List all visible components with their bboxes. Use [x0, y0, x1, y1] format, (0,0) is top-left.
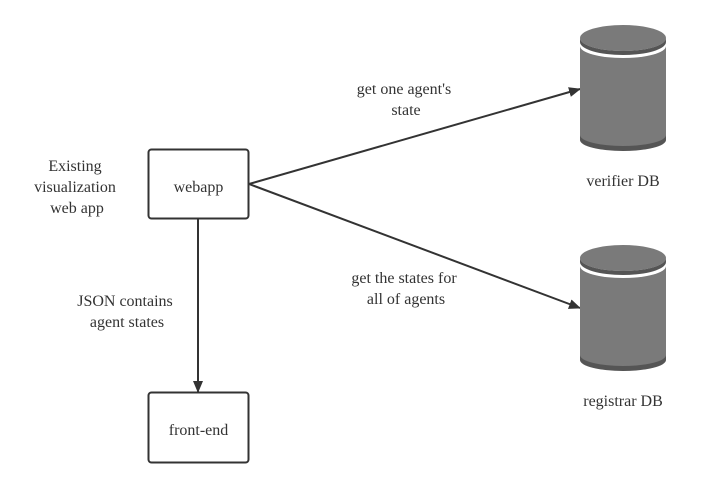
front-end-node: front-end: [147, 391, 250, 464]
registrar-db-node: registrar DB: [580, 245, 666, 410]
verifier-db-label: verifier DB: [586, 173, 659, 190]
database-icon: [580, 245, 666, 371]
edge-label-line: agent states: [90, 314, 164, 331]
edge-label-line: get the states for: [351, 270, 457, 287]
edge-webapp-to-verifier-db: [248, 87, 581, 185]
front-end-box: [147, 391, 250, 464]
verifier-db-node: verifier DB: [580, 25, 666, 190]
database-icon: [580, 25, 666, 151]
edge-label-line: get one agent's: [357, 81, 451, 98]
registrar-db-label: registrar DB: [583, 393, 663, 410]
edge-label-line: state: [391, 102, 420, 119]
webapp-label: webapp: [174, 179, 224, 196]
webapp-note-line: visualization: [34, 179, 116, 196]
edge-label-registrar: get the states for all of agents: [351, 270, 460, 308]
webapp-note: Existing visualization web app: [34, 158, 120, 217]
edge-label-line: all of agents: [367, 291, 445, 308]
webapp-note-line: Existing: [48, 158, 101, 175]
front-end-label: front-end: [169, 422, 229, 439]
edge-label-front-end: JSON contains agent states: [77, 293, 177, 331]
webapp-node: webapp: [147, 148, 250, 220]
webapp-box: [147, 148, 250, 220]
webapp-note-line: web app: [50, 200, 104, 217]
edge-label-verifier: get one agent's state: [357, 81, 455, 119]
edge-webapp-to-registrar-db: [248, 183, 581, 309]
edge-label-line: JSON contains: [77, 293, 173, 310]
